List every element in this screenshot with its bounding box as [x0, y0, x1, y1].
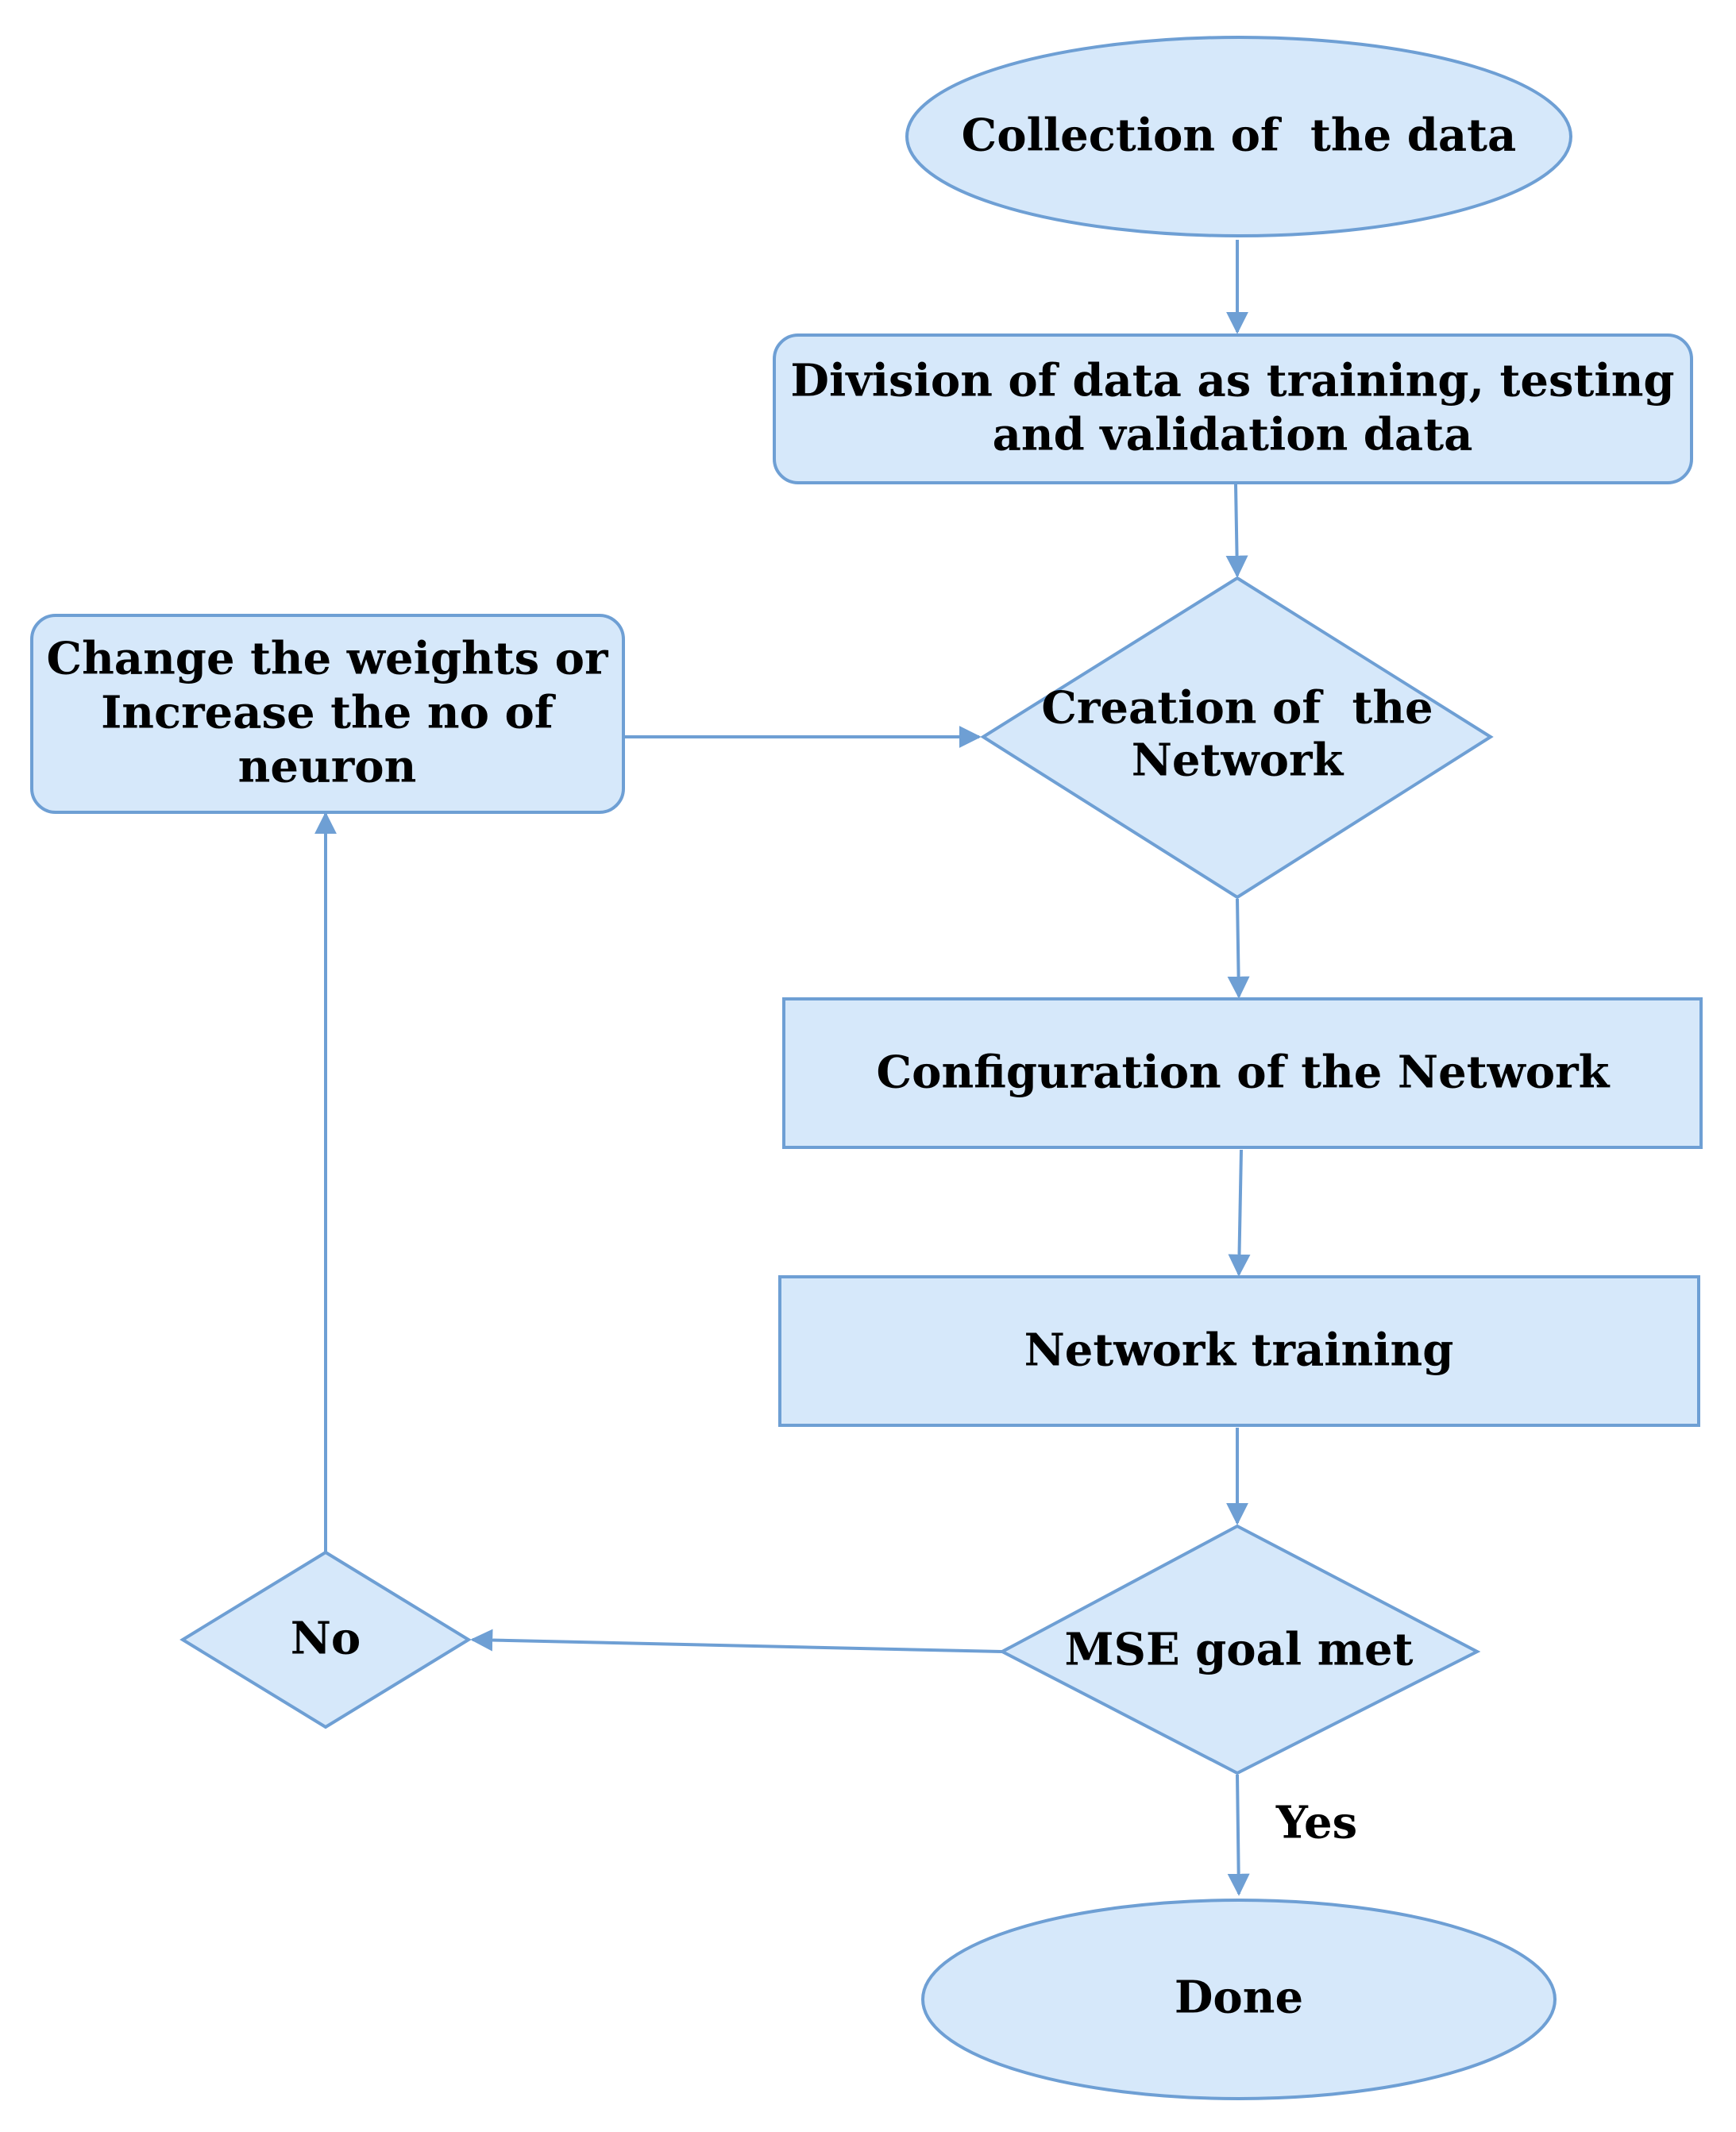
no-decision-node	[179, 1550, 472, 1729]
change-label-line2: Increase the no of	[101, 687, 557, 739]
mse-decision-node	[998, 1524, 1481, 1775]
creation-decision-node	[980, 576, 1494, 900]
edge-mse-to-done	[1227, 1774, 1250, 1896]
configuration-node	[782, 997, 1703, 1149]
change-node	[30, 614, 625, 814]
configuration-label: Configuration of the Network	[877, 1047, 1611, 1099]
collection-node	[905, 36, 1572, 237]
division-node	[773, 333, 1693, 484]
creation-label-line2: Network	[1132, 734, 1344, 787]
change-label-line1: Change the weights or	[47, 633, 609, 685]
division-label-line1: Division of data as training, testing	[790, 355, 1674, 407]
edge-creation-to-configuration	[1227, 898, 1250, 999]
division-label-line2: and validation data	[993, 409, 1473, 461]
done-node	[921, 1899, 1557, 2100]
done-label: Done	[1175, 1972, 1303, 2024]
collection-label: Collection of the data	[962, 110, 1517, 162]
training-label: Network training	[1024, 1324, 1454, 1377]
edge-configuration-to-training	[1228, 1149, 1251, 1277]
yes-edge-label: Yes	[1275, 1797, 1357, 1849]
mse-label: MSE goal met	[1065, 1624, 1414, 1676]
edge-division-to-creation	[1225, 484, 1248, 578]
training-node	[778, 1275, 1700, 1427]
creation-label-line1: Creation of the	[1041, 682, 1433, 734]
change-label-line3: neuron	[238, 741, 417, 793]
edge-mse-to-no	[470, 1629, 1003, 1653]
no-label: No	[291, 1613, 361, 1665]
